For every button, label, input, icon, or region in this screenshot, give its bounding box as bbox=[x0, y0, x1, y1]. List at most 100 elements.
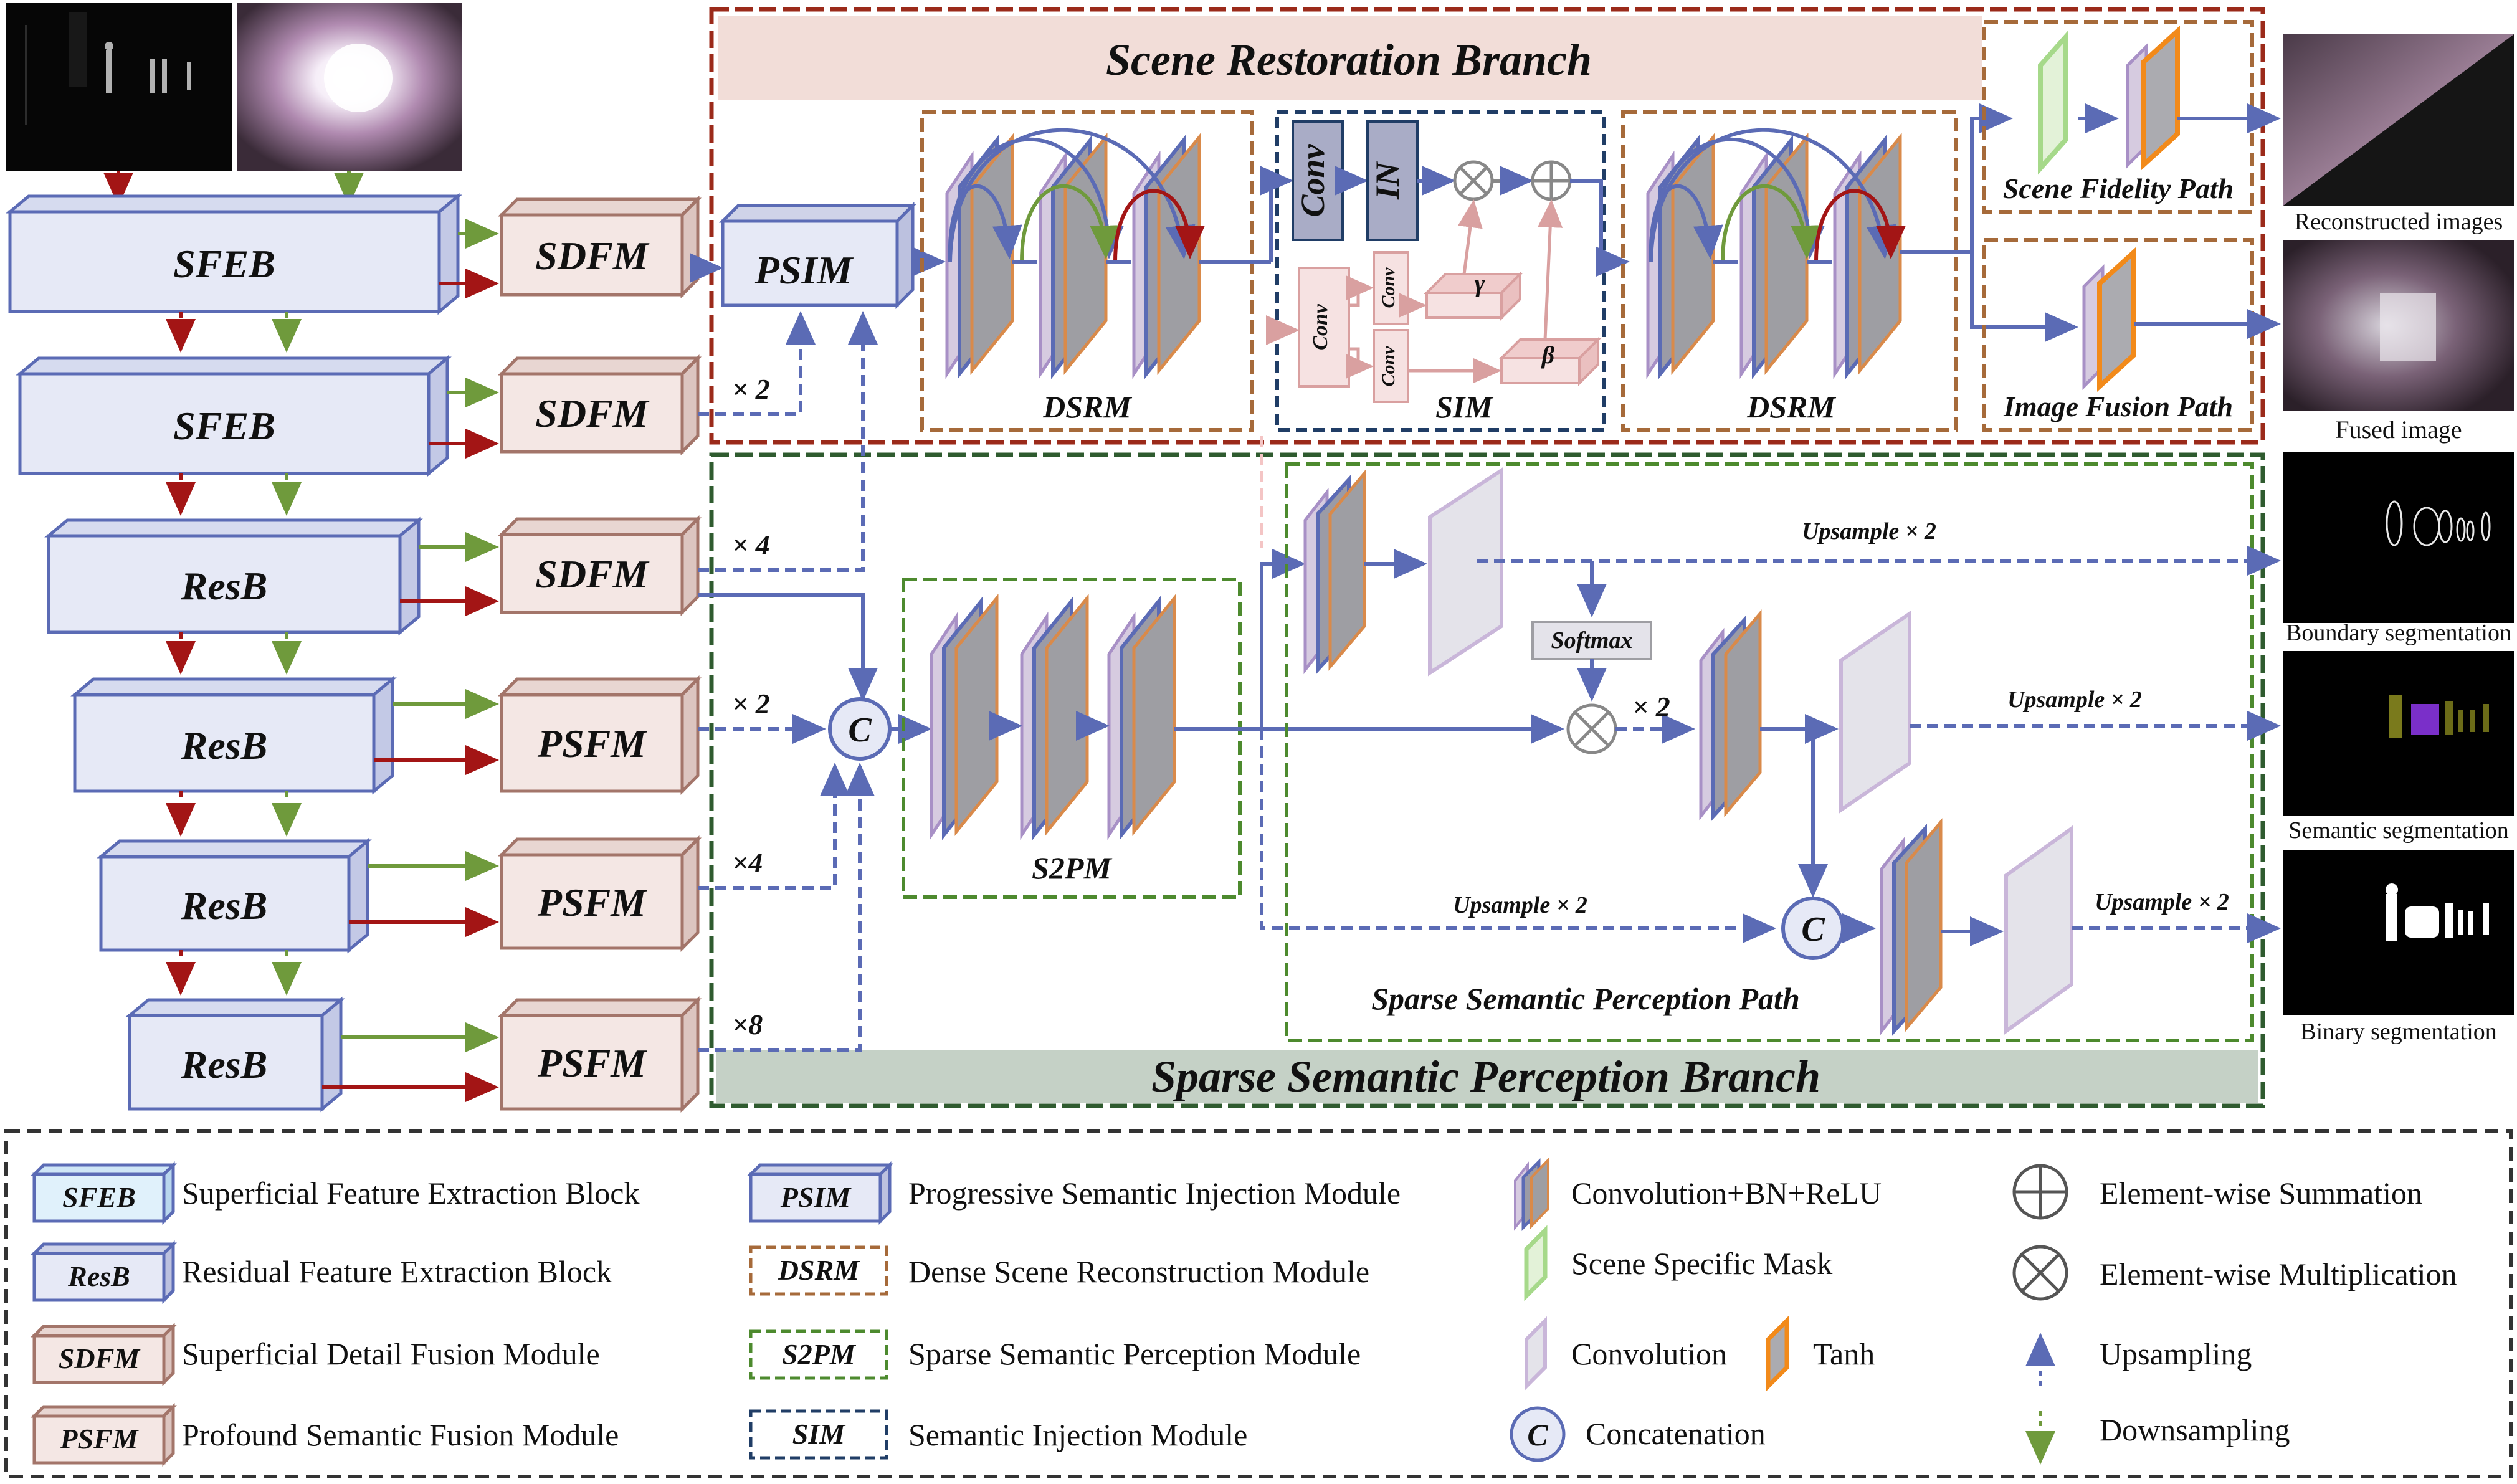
beta-label: β bbox=[1541, 341, 1555, 369]
sim-semantic-path: Conv Conv Conv γ β bbox=[1266, 199, 1601, 403]
legend-item-resb: ResB Residual Feature Extraction Block bbox=[30, 1240, 612, 1305]
legend-abbr-sdfm: SDFM bbox=[59, 1343, 141, 1374]
legend-text-mask: Scene Specific Mask bbox=[1571, 1246, 1832, 1281]
legend-item-conv-bn-relu: Convolution+BN+ReLU bbox=[1514, 1157, 1882, 1232]
legend-text-up: Upsampling bbox=[2100, 1336, 2252, 1371]
concat-icon-main: C bbox=[828, 697, 892, 761]
output-label-binary: Binary segmentation bbox=[2300, 1019, 2497, 1045]
legend-text-down: Downsampling bbox=[2100, 1412, 2290, 1447]
fusion-label-4: PSFM bbox=[537, 721, 647, 766]
encoder-block-1: SFEB bbox=[6, 193, 462, 315]
block-label-resb-3: ResB bbox=[181, 883, 268, 928]
sim-small-conv-3: Conv bbox=[1378, 346, 1399, 387]
legend-item-down: Downsampling bbox=[2025, 1411, 2290, 1465]
legend-abbr-sim: SIM bbox=[792, 1418, 846, 1450]
sim-conv-block: Conv bbox=[1292, 120, 1344, 241]
scene-restoration-branch: Scene Restoration Branch PSIM × 2 DSRM bbox=[690, 7, 2281, 445]
encoder: SFEB SFEB ResB ResB ResB ResB bbox=[6, 193, 462, 1113]
legend-item-up: Upsampling bbox=[2025, 1333, 2252, 1386]
legend-text-psim: Progressive Semantic Injection Module bbox=[908, 1176, 1401, 1211]
scale-label-x8: ×8 bbox=[732, 1009, 763, 1040]
legend-abbr-s2pm: S2PM bbox=[782, 1338, 857, 1370]
block-label-sfeb-1: SFEB bbox=[173, 242, 275, 286]
restoration-branch-title: Scene Restoration Branch bbox=[1106, 35, 1592, 85]
legend-abbr-resb: ResB bbox=[67, 1260, 130, 1292]
perception-path-frame bbox=[1285, 462, 2254, 1042]
dsrm-left-stacks bbox=[945, 132, 1201, 379]
legend: SFEB Superficial Feature Extraction Bloc… bbox=[4, 1129, 2513, 1478]
encoder-block-6: ResB bbox=[125, 996, 345, 1113]
encoder-block-2: SFEB bbox=[16, 354, 452, 477]
legend-item-psfm: PSFM Profound Semantic Fusion Module bbox=[30, 1402, 619, 1467]
legend-item-sim: SIM Semantic Injection Module bbox=[749, 1409, 1247, 1460]
legend-item-sfeb: SFEB Superficial Feature Extraction Bloc… bbox=[30, 1161, 639, 1225]
upsample-label-concat: Upsample × 2 bbox=[1453, 892, 1587, 918]
scene-fidelity-path: Scene Fidelity Path bbox=[2003, 25, 2234, 204]
fusion-module-5: PSFM bbox=[497, 835, 702, 953]
softmax-block: Softmax bbox=[1531, 621, 1652, 660]
legend-text-tanh: Tanh bbox=[1813, 1336, 1875, 1371]
legend-col-3: Convolution+BN+ReLU Scene Specific Mask … bbox=[1510, 1157, 1882, 1462]
dsrm-right-frame bbox=[1621, 110, 1958, 432]
boundary-image bbox=[2283, 452, 2514, 623]
block-label-resb-1: ResB bbox=[181, 564, 268, 608]
legend-item-dsrm: DSRM Dense Scene Reconstruction Module bbox=[749, 1245, 1369, 1296]
dsrm-left-label: DSRM bbox=[1042, 389, 1132, 424]
legend-text-resb: Residual Feature Extraction Block bbox=[182, 1254, 612, 1289]
fusion-module-1: SDFM bbox=[497, 195, 702, 299]
concat-symbol-main: C bbox=[848, 711, 872, 749]
fusion-module-6: PSFM bbox=[497, 996, 702, 1113]
infrared-image bbox=[6, 3, 232, 171]
legend-text-concat: Concatenation bbox=[1586, 1416, 1766, 1451]
fusion-module-4: PSFM bbox=[497, 675, 702, 796]
image-fusion-path: Image Fusion Path bbox=[2003, 246, 2233, 422]
legend-col-4: Element-wise Summation Element-wise Mult… bbox=[2012, 1164, 2457, 1465]
legend-abbr-dsrm: DSRM bbox=[778, 1254, 860, 1286]
legend-item-sdfm: SDFM Superficial Detail Fusion Module bbox=[30, 1322, 600, 1387]
outputs: Reconstructed images Fused image Boundar… bbox=[2283, 34, 2514, 1045]
fusion-path-label: Image Fusion Path bbox=[2003, 391, 2233, 422]
concat-icon-binary: C bbox=[1781, 897, 1845, 960]
upsample-label-binary: Upsample × 2 bbox=[2095, 889, 2229, 915]
perception-path-label: Sparse Semantic Perception Path bbox=[1371, 981, 1800, 1016]
binary-head bbox=[1880, 818, 2073, 1036]
multiply-icon-semantic bbox=[1566, 703, 1617, 754]
legend-item-tanh: Tanh bbox=[1766, 1315, 1875, 1392]
fusion-module-3: SDFM bbox=[497, 515, 702, 617]
scale-label-x4-a: × 4 bbox=[732, 529, 770, 561]
dsrm-right-label: DSRM bbox=[1746, 389, 1836, 424]
input-images bbox=[6, 3, 462, 171]
legend-text-conv-bn-relu: Convolution+BN+ReLU bbox=[1571, 1176, 1882, 1211]
fusion-modules: SDFM SDFM SDFM PSFM PSFM PSFM bbox=[322, 195, 702, 1113]
scale-label-x2-a: × 2 bbox=[732, 373, 770, 405]
softmax-label: Softmax bbox=[1551, 627, 1633, 654]
scale-label-x4-b: ×4 bbox=[732, 847, 763, 878]
legend-abbr-psim: PSIM bbox=[780, 1181, 852, 1213]
dsrm-left-frame bbox=[920, 110, 1254, 432]
sim-conv-label: Conv bbox=[1294, 143, 1331, 217]
fusion-label-3: SDFM bbox=[535, 552, 650, 596]
legend-col-2: PSIM Progressive Semantic Injection Modu… bbox=[746, 1161, 1401, 1460]
perception-branch-title: Sparse Semantic Perception Branch bbox=[1151, 1052, 1820, 1101]
s2pm-label: S2PM bbox=[1032, 850, 1112, 885]
sim-small-conv-2: Conv bbox=[1378, 267, 1399, 308]
legend-item-sum: Element-wise Summation bbox=[2012, 1164, 2422, 1220]
sim-label: SIM bbox=[1435, 389, 1493, 424]
legend-text-psfm: Profound Semantic Fusion Module bbox=[182, 1417, 619, 1452]
upsample-label-semantic: Upsample × 2 bbox=[2007, 687, 2142, 713]
legend-text-s2pm: Sparse Semantic Perception Module bbox=[908, 1336, 1361, 1371]
gamma-label: γ bbox=[1475, 269, 1485, 297]
fusion-label-2: SDFM bbox=[535, 391, 650, 435]
legend-text-mult: Element-wise Multiplication bbox=[2100, 1257, 2457, 1291]
upsample-label-boundary: Upsample × 2 bbox=[1802, 518, 1936, 545]
legend-text-conv: Convolution bbox=[1571, 1336, 1727, 1371]
legend-text-dsrm: Dense Scene Reconstruction Module bbox=[908, 1254, 1369, 1289]
times2-label: × 2 bbox=[1632, 691, 1670, 723]
output-label-reconstructed: Reconstructed images bbox=[2295, 209, 2503, 235]
fusion-label-5: PSFM bbox=[537, 880, 647, 925]
psim-block: PSIM bbox=[718, 201, 917, 310]
sum-icon-sim bbox=[1531, 160, 1572, 201]
fusion-module-2: SDFM bbox=[497, 354, 702, 456]
block-label-resb-4: ResB bbox=[181, 1042, 268, 1087]
